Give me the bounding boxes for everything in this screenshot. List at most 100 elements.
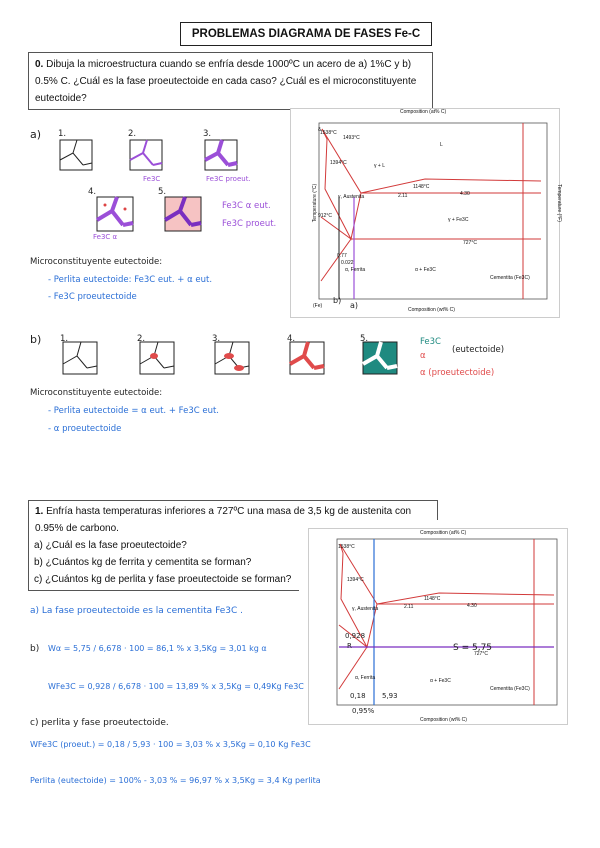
step-a3: 3. <box>203 129 212 139</box>
label-gamma-l: γ + L <box>374 163 385 169</box>
mark-b: b) <box>333 296 342 305</box>
micro-title-a: Microconstituyente eutectoide: <box>30 257 163 267</box>
sketch-b2 <box>139 341 175 375</box>
step-b3: 3. <box>212 334 221 344</box>
sketch-a2 <box>129 139 163 171</box>
legend-b-alpha: α <box>420 351 426 361</box>
label-211-2: 2.11 <box>404 604 414 610</box>
question-1-frame <box>28 520 299 591</box>
answer-c-line2: Perlita (eutectoide) = 100% - 3,03 % = 9… <box>30 776 321 785</box>
question-0-text: Dibuja la microestructura cuando se enfr… <box>35 59 417 104</box>
label-077: 0.77 <box>337 253 347 259</box>
label-cementita: Cementita (Fe3C) <box>490 275 530 281</box>
sketch-a4 <box>95 196 134 232</box>
step-b5: 5. <box>360 334 369 344</box>
question-0-box: 0. Dibuja la microestructura cuando se e… <box>28 52 433 110</box>
question-1-line1: Enfría hasta temperaturas inferiores a 7… <box>35 506 412 534</box>
label-1394: 1394°C <box>330 160 347 166</box>
section-b-sketches <box>62 341 398 375</box>
label-430: 4.30 <box>460 191 470 197</box>
label-1538: 1538°C <box>320 130 337 136</box>
section-a-sketches <box>59 139 238 232</box>
label-L: L <box>440 142 443 148</box>
note-095: 0,95% <box>352 707 375 715</box>
label-austenita: γ, Austenita <box>338 194 365 200</box>
sketch-b4 <box>289 341 325 375</box>
bullet-b1: - Perlita eutectoide = α eut. + Fe3C eut… <box>48 406 220 416</box>
label-1394-2: 1394°C <box>347 577 364 583</box>
bottom-axis-1: Composition (wt% C) <box>408 307 455 313</box>
label-fe: (Fe) <box>313 303 323 309</box>
note-R: R <box>347 642 352 650</box>
page-title: PROBLEMAS DIAGRAMA DE FASES Fe-C <box>180 22 432 46</box>
answer-wfe3c: WFe3C = 0,928 / 6,678 · 100 = 13,89 % x … <box>48 682 304 691</box>
label-912: 912°C <box>318 213 332 219</box>
answer-c-line1: WFe3C (proeut.) = 0,18 / 5,93 · 100 = 3,… <box>30 740 311 749</box>
label-delta: δ <box>318 127 321 133</box>
legend-b-fe3c: Fe3C <box>420 337 441 347</box>
legend-b-proeut: α (proeutectoide) <box>420 368 495 378</box>
label-ferrita-2: α, Ferrita <box>355 675 376 681</box>
bullet-b2: - α proeutectoide <box>48 424 122 434</box>
question-1-a: a) ¿Cuál es la fase proeutectoide? <box>34 540 187 551</box>
bottom-axis-2: Composition (wt% C) <box>420 717 467 723</box>
note-0928: 0,928 <box>345 632 366 640</box>
right-axis-1: Temperature (°F) <box>555 184 562 222</box>
sketch-b5 <box>362 341 398 375</box>
question-1-b: b) ¿Cuántos kg de ferrita y cementita se… <box>34 557 252 568</box>
step-a1: 1. <box>58 129 67 139</box>
sketch-a3 <box>204 139 238 171</box>
label-alpha-fe3c-2: α + Fe3C <box>430 678 451 684</box>
label-austenita-2: γ, Austenita <box>352 606 379 612</box>
label-1148: 1148°C <box>413 184 430 190</box>
label-211: 2.11 <box>398 193 408 199</box>
question-1-c: c) ¿Cuántos kg de perlita y fase proeute… <box>34 574 292 585</box>
step-a4: 4. <box>88 187 97 197</box>
mark-a: a) <box>350 301 359 310</box>
fe3c-alpha-note: Fe3C α <box>93 233 118 241</box>
sketch-b3 <box>214 341 250 375</box>
fe3c-proeut-note: Fe3C proeut. <box>206 175 251 183</box>
answer-a: a) La fase proeutectoide es la cementita… <box>30 606 244 616</box>
fe3c-note: Fe3C <box>143 175 161 183</box>
answer-b-label: b) <box>30 644 40 654</box>
sketch-b1 <box>62 341 98 375</box>
label-alpha-fe3c: α + Fe3C <box>415 267 436 273</box>
label-727-2: 727°C <box>474 651 488 657</box>
top-axis-2: Composition (at% C) <box>420 530 467 536</box>
label-1148-2: 1148°C <box>424 596 441 602</box>
answer-c-title: c) perlita y fase proeutectoide. <box>30 718 169 728</box>
step-b1: 1. <box>60 334 69 344</box>
top-axis-1: Composition (at% C) <box>400 109 447 115</box>
phase-diagram-1-svg <box>318 122 548 300</box>
label-1538-2: 1538°C <box>338 544 355 550</box>
step-a5: 5. <box>158 187 167 197</box>
step-b2: 2. <box>137 334 146 344</box>
legend-b-eutectoide: (eutectoide) <box>452 345 505 355</box>
bullet-a1: - Perlita eutectoide: Fe3C eut. + α eut. <box>48 275 213 285</box>
label-ferrita: α, Ferrita <box>345 267 366 273</box>
phase-diagram-2 <box>308 528 568 725</box>
legend-a-eut: Fe3C α eut. <box>222 201 271 211</box>
label-cementita-2: Cementita (Fe3C) <box>490 686 530 692</box>
section-b-label: b) <box>30 333 42 346</box>
label-727: 727°C <box>463 240 477 246</box>
left-axis-1: Temperature (°C) <box>312 183 319 223</box>
label-gamma-fe3c: γ + Fe3C <box>448 217 469 223</box>
note-593: 5,93 <box>382 692 398 700</box>
phase-diagram-1 <box>290 108 560 318</box>
label-1493: 1493°C <box>343 135 360 141</box>
sketch-a1 <box>59 139 93 171</box>
question-1-number: 1. <box>35 506 44 517</box>
section-a-label: a) <box>30 128 42 141</box>
note-018: 0,18 <box>350 692 366 700</box>
label-0022: 0.022 <box>341 260 354 266</box>
micro-title-b: Microconstituyente eutectoide: <box>30 388 163 398</box>
label-430-2: 4.30 <box>467 603 477 609</box>
question-0-number: 0. <box>35 59 44 70</box>
bullet-a2: - Fe3C proeutectoide <box>48 292 137 302</box>
answer-walpha: Wα = 5,75 / 6,678 · 100 = 86,1 % x 3,5Kg… <box>48 644 267 653</box>
question-1-box: 1. Enfría hasta temperaturas inferiores … <box>28 500 438 534</box>
note-s: S = 5,75 <box>453 643 493 653</box>
legend-a-proeut: Fe3C proeut. <box>222 219 277 229</box>
